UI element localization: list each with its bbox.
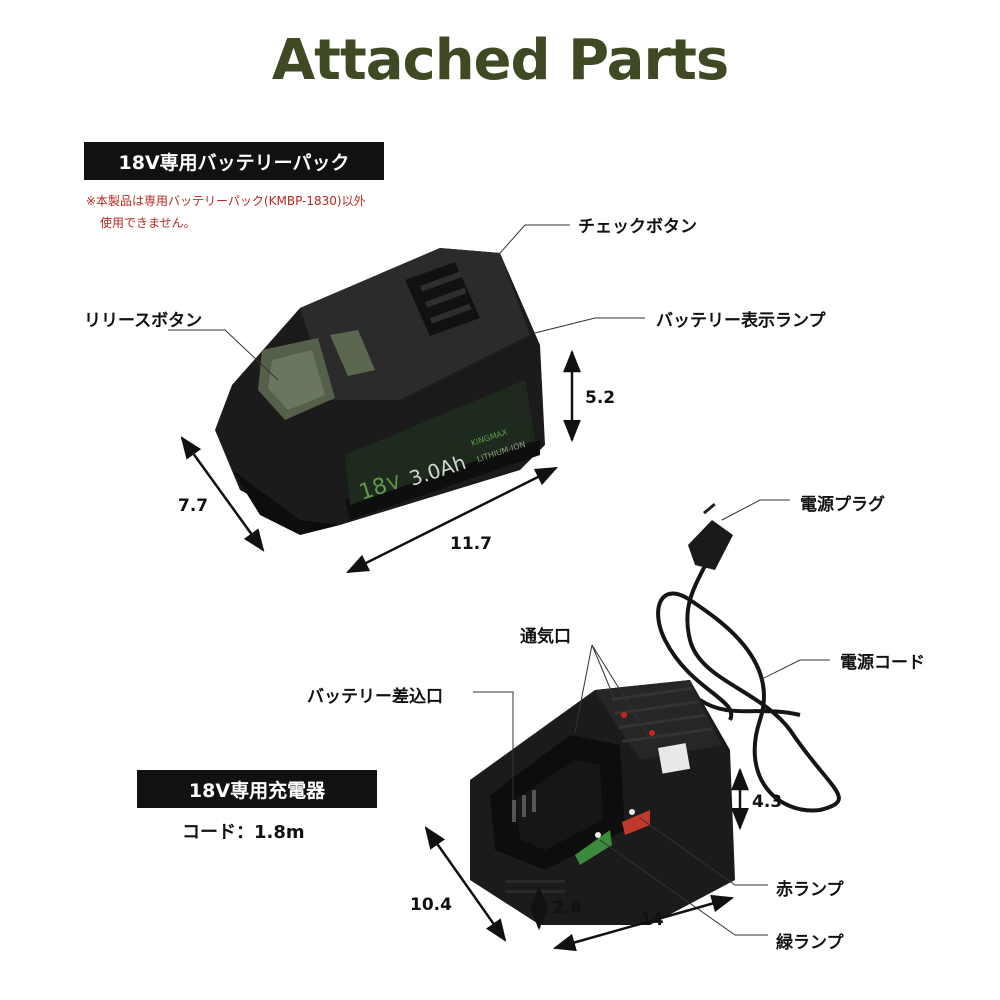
dim-battery-width: 11.7: [450, 534, 492, 554]
label-battery-slot: バッテリー差込口: [307, 687, 443, 707]
leader-battery-slot: [473, 691, 514, 800]
leader-red-lamp: [639, 817, 768, 886]
dim-charger-height: 4.3: [752, 792, 783, 812]
leader-green-lamp: [599, 839, 768, 936]
battery-pack-image: 18 V 3.0Ah KINGMAX LITHIUM-ION: [215, 248, 545, 535]
charger-cord-length: コード：1.8m: [182, 822, 305, 843]
page-title: Attached Parts: [271, 28, 729, 93]
charger-image: [470, 503, 841, 925]
label-power-plug: 電源プラグ: [800, 495, 885, 515]
dim-arrow-battery-width: [345, 466, 559, 574]
battery-section-tag: 18V専用バッテリーパック: [84, 142, 384, 180]
dim-battery-depth: 7.7: [178, 496, 209, 516]
leader-release-button: [168, 329, 279, 381]
dim-charger-depth: 10.4: [410, 895, 452, 915]
label-green-lamp: 緑ランプ: [776, 933, 844, 953]
dim-battery-height: 5.2: [585, 388, 616, 408]
label-power-cord: 電源コード: [840, 653, 925, 673]
battery-note-line1: ※本製品は専用バッテリーパック(KMBP-1830)以外: [86, 194, 366, 208]
dim-charger-step: 2.8: [552, 898, 583, 918]
label-indicator-lamp: バッテリー表示ランプ: [656, 311, 826, 331]
leader-power-cord: [759, 659, 830, 681]
leader-vent-1: [591, 644, 616, 701]
leader-vent-2: [591, 644, 649, 736]
battery-note-line2: 使用できません。: [100, 216, 196, 230]
dim-arrow-battery-depth: [180, 436, 265, 552]
leader-vent-3: [574, 644, 593, 733]
leader-power-plug: [721, 499, 790, 521]
dim-arrow-charger-depth: [424, 826, 507, 942]
leader-check-button: [484, 224, 570, 271]
label-check-button: チェックボタン: [578, 217, 697, 237]
label-vent: 通気口: [520, 627, 571, 647]
leader-indicator-lamp: [534, 317, 645, 334]
dim-charger-width: 14: [640, 910, 664, 930]
charger-section-tag: 18V専用充電器: [137, 770, 377, 808]
label-red-lamp: 赤ランプ: [776, 880, 844, 900]
label-release-button: リリースボタン: [84, 311, 203, 331]
dim-arrow-charger-width: [552, 894, 735, 952]
